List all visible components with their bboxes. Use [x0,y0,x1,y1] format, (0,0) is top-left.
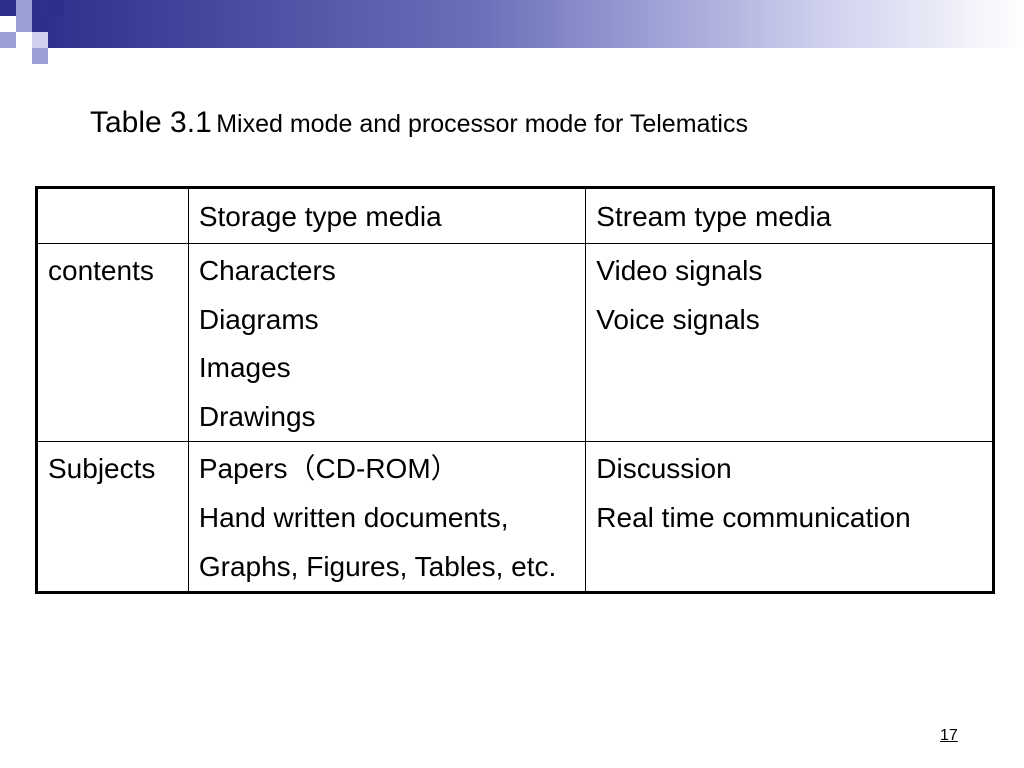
storage-cell: Characters Diagrams Images Drawings [187,242,587,443]
stream-cell: Video signals Voice signals [585,242,994,443]
cell-line: Diagrams [198,303,319,335]
caption-lead: Table 3.1 [90,106,212,139]
cell-line: Hand written documents, [198,501,509,533]
table-row: Subjects Papers（CD-ROM） Hand written doc… [36,441,994,594]
table-caption: Table 3.1 Mixed mode and processor mode … [90,108,748,138]
header-gradient-bar [32,0,1024,48]
cell-line: Images [198,352,291,384]
cell-line: Papers（CD-ROM） [198,453,459,485]
deco-square [32,32,48,48]
header-cell-storage: Storage type media [187,187,587,244]
caption-text: Mixed mode and processor mode for Telema… [216,110,748,138]
cell-line: Graphs, Figures, Tables, etc. [198,550,557,582]
header-cell-empty [36,187,189,244]
cell-line: Drawings [198,400,316,432]
cell-line: Video signals [596,255,763,286]
deco-square [16,16,32,32]
page-number: 17 [940,727,958,744]
header-cell-stream: Stream type media [585,187,994,244]
deco-square [32,16,48,32]
table-header-row: Storage type media Stream type media [36,187,994,244]
table-row: contents Characters Diagrams Images Draw… [36,242,994,443]
cell-line: Characters [198,255,336,286]
row-label: contents [36,242,189,443]
storage-cell: Papers（CD-ROM） Hand written documents, G… [187,441,587,594]
cell-line: Voice signals [596,303,760,335]
cell-line: Discussion [596,453,732,485]
deco-square [32,48,48,64]
row-label: Subjects [36,441,189,594]
media-table: Storage type media Stream type media con… [35,186,995,595]
stream-cell: Discussion Real time communication [585,441,994,594]
deco-square [0,32,16,48]
cell-line: Real time communication [596,501,911,533]
deco-square [16,0,32,16]
deco-square [48,0,64,16]
deco-square [0,0,16,16]
